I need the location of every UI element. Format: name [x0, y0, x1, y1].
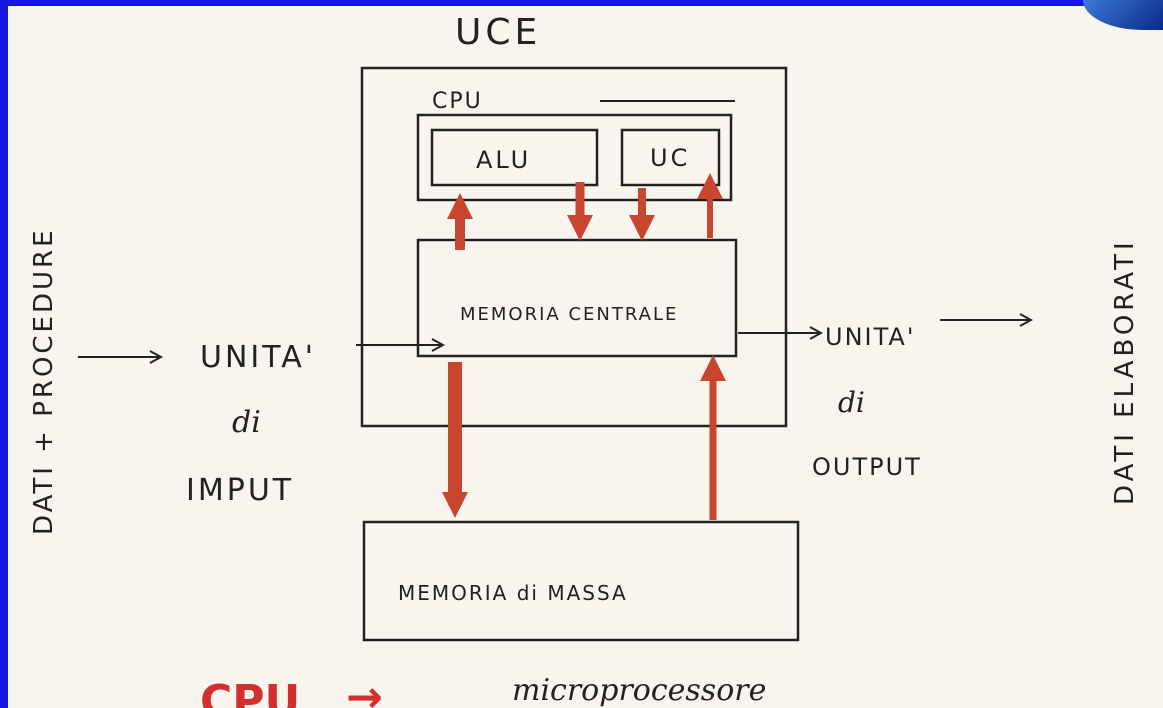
- footer-arrow: →: [346, 672, 383, 708]
- uce-label: UCE: [455, 12, 541, 53]
- input-unit-line3: IMPUT: [186, 473, 294, 508]
- right-vertical-label: DATI ELABORATI: [1110, 238, 1140, 505]
- alu-label: ALU: [476, 146, 531, 174]
- memoria-centrale-label: MEMORIA CENTRALE: [460, 304, 678, 325]
- uc-box: [620, 128, 721, 187]
- output-unit-line1: UNITA': [825, 323, 915, 351]
- output-unit-line2: di: [838, 386, 865, 419]
- memoria-massa-box: [362, 520, 800, 642]
- alu-box: [430, 128, 599, 187]
- memoria-centrale-box: [416, 238, 738, 358]
- input-unit-line1: UNITA': [200, 340, 316, 375]
- footer-definition: microprocessore: [512, 673, 766, 708]
- left-vertical-label: DATI + PROCEDURE: [29, 227, 59, 535]
- uce-box: [360, 66, 788, 428]
- output-unit-line3: OUTPUT: [812, 453, 922, 481]
- footer-cpu-term: CPU: [200, 676, 300, 708]
- input-unit-line2: di: [232, 405, 261, 440]
- uc-label: UC: [650, 144, 690, 172]
- cpu-label: CPU: [432, 89, 483, 114]
- memoria-massa-label: MEMORIA di MASSA: [398, 581, 628, 605]
- cpu-box: [416, 113, 733, 202]
